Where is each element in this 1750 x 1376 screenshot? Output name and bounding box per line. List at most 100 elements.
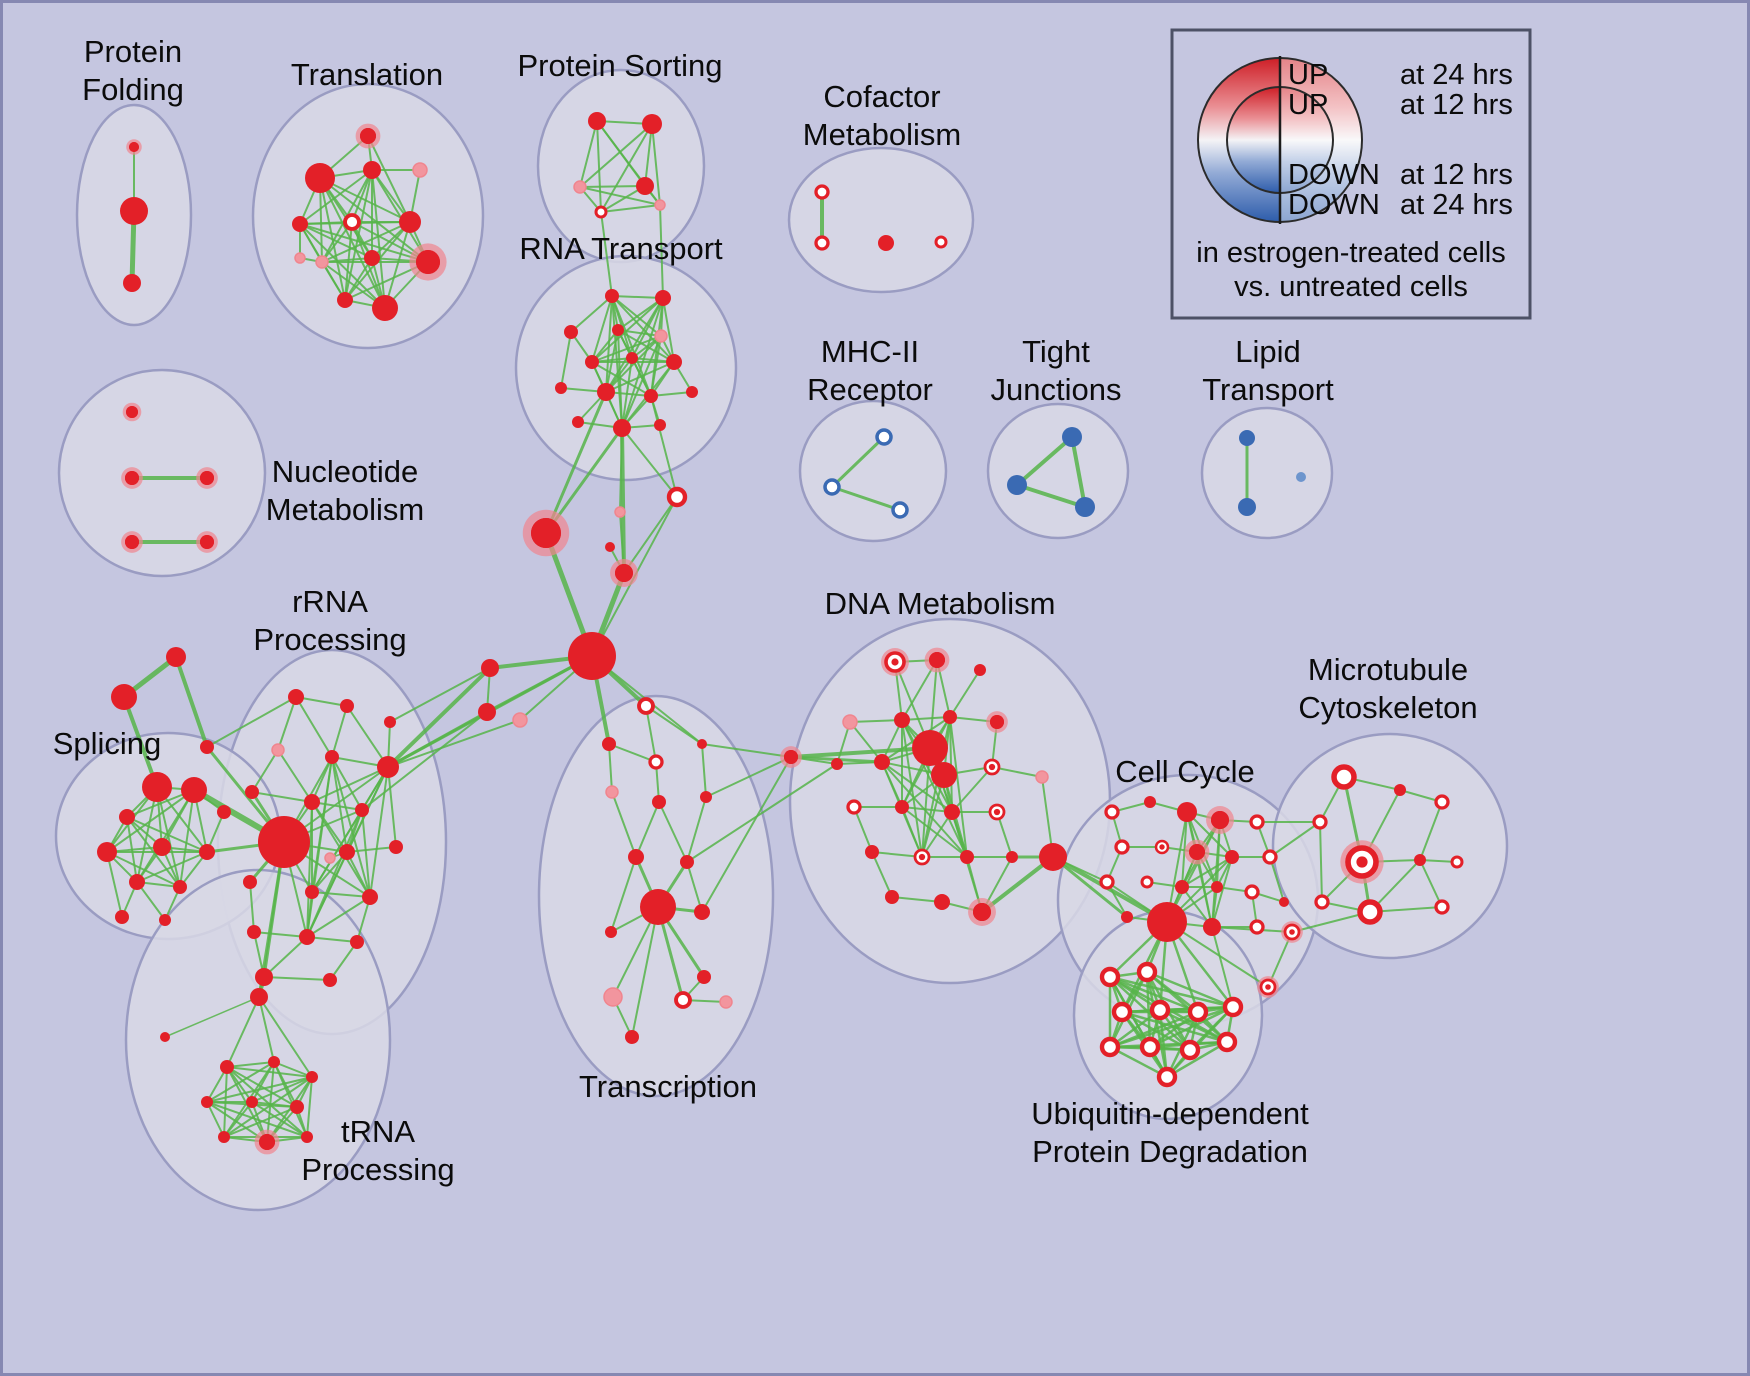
node-st3 [200,740,214,754]
edge-rt10-fc3 [544,390,608,535]
edge-rt8-rt10 [605,361,675,393]
node-tx15 [674,991,692,1009]
node-dm1 [881,648,909,676]
node-rr7 [245,785,259,799]
edge-rt4-rt5 [617,329,662,337]
node-tx1 [637,697,655,715]
edge-st3-rr1 [206,696,297,748]
edge-dm3-dm6 [949,669,981,718]
cluster-label-trna-processing: Processing [301,1152,454,1187]
legend-down12-time: at 12 hrs [1400,159,1513,191]
node-sp6 [153,838,171,856]
node-rr10 [258,816,310,868]
node-rr21 [324,852,336,864]
edge-ub1-ub9 [1108,975,1192,1052]
edge-tr5-tr12 [299,223,386,309]
edge-dm24-cc0 [980,855,1055,914]
node-dm6 [943,710,957,724]
edge-dm11-dm19 [921,774,945,858]
node-tx10 [640,889,676,925]
edge-tn4-tn11 [273,1061,308,1138]
edge-fr2-rr9 [361,711,488,811]
edge-mt3-mt6 [1419,801,1443,861]
node-tx13 [697,970,711,984]
node-cc19 [1249,919,1265,935]
edge-tx5-tx8 [611,791,637,858]
edge-cc9-cc17 [1211,856,1233,928]
node-mt9 [1357,899,1383,925]
edge-mt4-mt8 [1319,821,1323,903]
cluster-label-splicing: Splicing [53,726,162,761]
edge-tr1-tr7 [367,135,411,223]
edge-dm22-dm23 [891,896,943,903]
edge-tx10-tx17 [631,906,659,1038]
edge-tn7-tn9 [223,1101,253,1138]
node-dm5 [894,712,910,728]
edge-tn4-tn10 [266,1061,275,1143]
node-sp3 [119,809,135,825]
node-mt10 [1434,899,1450,915]
edge-tx7-fd1 [705,756,792,798]
edge-tr5-tr9 [299,223,373,259]
node-tn9 [218,1131,230,1143]
cluster-cofactor-metabolism [787,146,975,294]
edge-tr2-tr10 [319,177,429,263]
edge-tx9-dm8 [686,763,838,863]
node-dm21 [1006,851,1018,863]
node-rt11 [644,389,658,403]
node-rr5 [325,750,339,764]
cluster-tight-junctions [986,402,1130,540]
edge-cc9-cc13 [1181,856,1233,888]
edge-tx1-tx4 [645,705,703,745]
node-rt13 [572,416,584,428]
node-tr8 [315,255,329,269]
edge-rr15-rr17 [306,896,371,938]
node-tn3 [220,1060,234,1074]
legend-down24-time: at 24 hrs [1400,189,1513,221]
node-nm4 [121,531,143,553]
node-cm1 [814,184,830,200]
cluster-label-cofactor-metabolism: Cofactor [823,79,940,114]
edge-rr17-rr19 [263,936,308,978]
node-tx8 [628,849,644,865]
edge-tj1-tj2 [1015,435,1074,487]
node-mt6 [1414,854,1426,866]
edge-rt6-rt11 [591,361,652,397]
edge-tr3-tr12 [371,169,386,309]
node-rr12 [389,840,403,854]
edge-rr4-rr8 [277,749,313,803]
edge-rr19-rr20 [263,976,331,981]
node-tn1 [250,988,268,1006]
node-tr9 [364,250,380,266]
node-cc7 [1154,839,1170,855]
edge-tn6-tn11 [206,1101,308,1138]
node-sp11 [159,914,171,926]
node-rt1 [605,289,619,303]
edge-ps1-ps3 [579,120,598,188]
edge-rt4-rt8 [617,329,675,363]
edge-rr7-rr8 [251,791,313,803]
cluster-trna-processing [124,868,392,1212]
edge-tn3-tn8 [226,1066,298,1108]
edge-rt5-rt14 [621,335,662,429]
edge-tn3-tn11 [226,1066,308,1138]
node-tn4 [268,1056,280,1068]
node-sp9 [173,880,187,894]
node-fr1 [481,659,499,677]
cluster-label-rrna-processing: rRNA [292,584,368,619]
edge-rt1-rt10 [605,295,613,393]
node-rr9 [355,803,369,817]
node-cc1 [1104,804,1120,820]
node-tr1 [355,123,381,149]
cluster-label-protein-sorting: Protein Sorting [517,48,722,83]
edge-fd1-dm10 [789,746,932,759]
edge-fr1-rr6 [386,666,492,769]
edge-rt2-rt6 [591,297,664,363]
node-fc5 [610,559,638,587]
node-sp10 [115,910,129,924]
node-tx3 [648,754,664,770]
edge-rt5-rt6 [591,335,662,363]
edge-ps1-ps5 [596,120,602,213]
node-tx12 [605,926,617,938]
